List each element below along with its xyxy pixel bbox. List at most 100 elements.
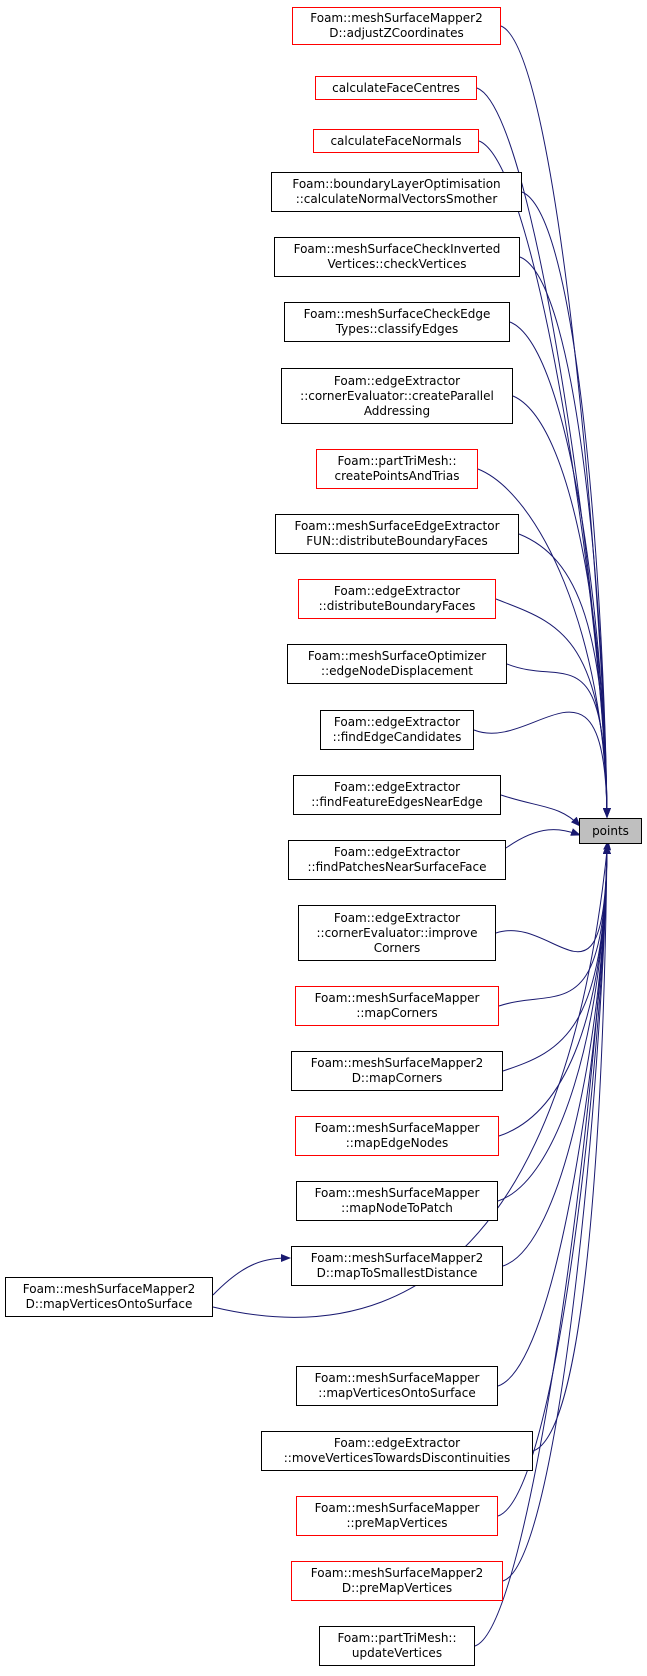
caller-node-label-line: Foam::partTriMesh::: [337, 454, 457, 468]
edge: [495, 844, 611, 953]
edge: [502, 844, 611, 1267]
caller-node[interactable]: Foam::meshSurfaceMapper::mapCorners: [295, 986, 499, 1026]
caller-node-label-line: calculateFaceCentres: [332, 80, 460, 95]
caller-node-label-line: Foam::meshSurfaceMapper: [314, 1121, 480, 1135]
caller-node-label-line: ::findPatchesNearSurfaceFace: [307, 860, 487, 874]
caller-node-label-line: D::preMapVertices: [341, 1581, 453, 1595]
caller-node-label-line: Foam::meshSurfaceMapper2: [310, 1566, 484, 1580]
target-node-points: points: [579, 818, 642, 844]
caller-node-label-line: Foam::meshSurfaceMapper: [314, 1501, 480, 1515]
caller-node[interactable]: Foam::edgeExtractor::moveVerticesTowards…: [261, 1431, 533, 1471]
caller-node-label-line: ::findEdgeCandidates: [332, 730, 462, 744]
caller-node[interactable]: Foam::edgeExtractor::findEdgeCandidates: [320, 710, 474, 750]
caller-node[interactable]: Foam::meshSurfaceMapper::preMapVertices: [296, 1496, 498, 1536]
edge: [500, 25, 611, 818]
caller-node-label-line: createPointsAndTrias: [334, 469, 460, 483]
edge: [498, 844, 611, 1137]
edge: [502, 844, 611, 1582]
caller-node[interactable]: Foam::meshSurfaceMapper::mapVerticesOnto…: [296, 1366, 498, 1406]
edge: [497, 844, 611, 1517]
caller-node-label-line: Foam::edgeExtractor: [333, 715, 461, 729]
caller-node-label-line: Foam::edgeExtractor: [333, 845, 461, 859]
caller-node[interactable]: calculateFaceNormals: [313, 129, 479, 153]
caller-node-label-line: calculateFaceNormals: [330, 133, 462, 148]
caller-node-label-line: Foam::partTriMesh::: [337, 1631, 457, 1645]
caller-node[interactable]: Foam::boundaryLayerOptimisation::calcula…: [271, 172, 522, 212]
edge: [495, 598, 611, 818]
caller-node-label-line: ::edgeNodeDisplacement: [321, 664, 473, 678]
caller-node-label-line: Foam::meshSurfaceEdgeExtractor: [294, 519, 500, 533]
caller-node[interactable]: Foam::edgeExtractor::cornerEvaluator::cr…: [281, 368, 513, 424]
caller-node-label-line: Foam::edgeExtractor: [333, 584, 461, 598]
edge: [518, 533, 611, 818]
caller-node[interactable]: Foam::meshSurfaceMapper::mapNodeToPatch: [296, 1181, 498, 1221]
caller-node-label-line: ::cornerEvaluator::improve: [316, 925, 478, 940]
target-node-label: points: [592, 823, 629, 838]
edge: [506, 663, 611, 818]
caller-node-label-line: Foam::edgeExtractor: [333, 1436, 461, 1450]
edge: [512, 395, 611, 818]
caller-node-label-line: Foam::meshSurfaceMapper2: [310, 1251, 484, 1265]
caller-node-label-line: FUN::distributeBoundaryFaces: [306, 534, 488, 548]
caller-node-label-line: updateVertices: [351, 1646, 443, 1660]
caller-node[interactable]: Foam::edgeExtractor::distributeBoundaryF…: [298, 579, 496, 619]
caller-node-label-line: Foam::meshSurfaceCheckInverted: [293, 242, 501, 256]
caller-node-label-line: ::mapEdgeNodes: [345, 1136, 449, 1150]
caller-node-label-line: D::mapCorners: [351, 1071, 443, 1085]
edge: [532, 844, 611, 1452]
caller-node-label-line: D::mapToSmallestDistance: [316, 1266, 478, 1280]
caller-node-label-line: ::mapCorners: [356, 1006, 438, 1020]
caller-node-label-line: Foam::meshSurfaceMapper: [314, 1371, 480, 1385]
caller-node-label-line: Foam::meshSurfaceMapper2: [310, 11, 483, 25]
edge: [505, 828, 581, 849]
edge: [497, 844, 611, 1387]
edge: [212, 1254, 291, 1296]
edge: [519, 256, 611, 818]
caller-node-label-line: ::moveVerticesTowardsDiscontinuities: [283, 1451, 511, 1465]
caller-node[interactable]: Foam::partTriMesh::updateVertices: [319, 1626, 475, 1666]
caller-node-label-line: ::distributeBoundaryFaces: [318, 599, 476, 613]
caller-node-label-line: Foam::meshSurfaceMapper2: [22, 1282, 196, 1296]
edge: [473, 711, 611, 818]
edge: [521, 191, 611, 818]
caller-node[interactable]: Foam::edgeExtractor::findFeatureEdgesNea…: [293, 775, 501, 815]
caller-node[interactable]: Foam::edgeExtractor::findPatchesNearSurf…: [288, 840, 506, 880]
caller-node-label-line: ::calculateNormalVectorsSmother: [295, 192, 498, 206]
caller-node-label-line: ::preMapVertices: [346, 1516, 448, 1530]
caller-node-label-line: Foam::meshSurfaceMapper: [314, 991, 480, 1005]
caller-node-label-line: ::cornerEvaluator::createParallel: [300, 388, 494, 403]
caller-node[interactable]: Foam::meshSurfaceOptimizer::edgeNodeDisp…: [287, 644, 507, 684]
caller-node[interactable]: calculateFaceCentres: [315, 76, 477, 100]
caller-node[interactable]: Foam::meshSurfaceMapper::mapEdgeNodes: [295, 1116, 499, 1156]
caller-node-label-line: Foam::meshSurfaceCheckEdge: [303, 307, 491, 321]
caller-node-label-line: Types::classifyEdges: [335, 322, 459, 336]
edge: [500, 794, 581, 827]
caller-node-label-line: Foam::meshSurfaceMapper2: [310, 1056, 484, 1070]
caller-node-label-line: Foam::meshSurfaceMapper: [314, 1186, 480, 1200]
caller-node-label-line: Foam::meshSurfaceOptimizer: [307, 649, 487, 663]
caller-node-label-line: Corners: [373, 940, 421, 955]
caller-node-label-line: Addressing: [363, 403, 431, 418]
caller-node-label-line: D::adjustZCoordinates: [329, 26, 464, 40]
edge: [498, 844, 611, 1007]
edge: [474, 844, 611, 1647]
caller-node[interactable]: Foam::edgeExtractor::cornerEvaluator::im…: [298, 905, 496, 961]
edge: [497, 844, 611, 1202]
caller-node[interactable]: Foam::partTriMesh::createPointsAndTrias: [316, 449, 478, 489]
caller-node-label-line: ::mapVerticesOntoSurface: [318, 1386, 476, 1400]
caller-node-label-line: ::mapNodeToPatch: [341, 1201, 453, 1215]
caller-node-label-line: Foam::edgeExtractor: [333, 910, 461, 925]
caller-node-label-line: ::findFeatureEdgesNearEdge: [311, 795, 483, 809]
caller-node-label-line: D::mapVerticesOntoSurface: [25, 1297, 193, 1311]
caller-node-label-line: Foam::edgeExtractor: [333, 780, 461, 794]
